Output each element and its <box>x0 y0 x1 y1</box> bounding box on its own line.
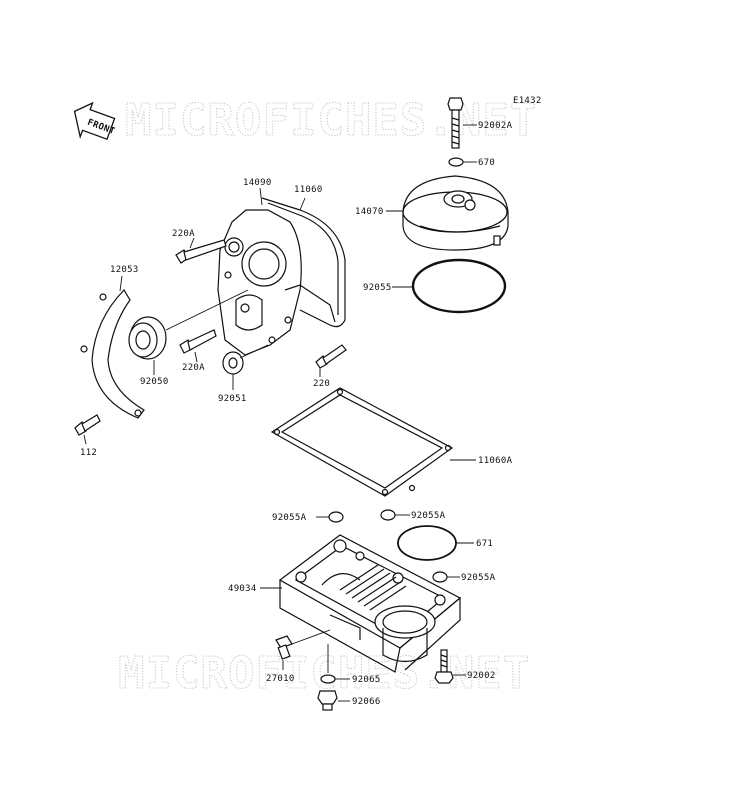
label-670: 670 <box>478 158 495 168</box>
bolt-92002 <box>434 649 454 684</box>
bolt-220A-bottom <box>179 329 217 354</box>
watermark-top: MICROFICHES.NET <box>125 95 537 146</box>
label-92051: 92051 <box>218 394 247 404</box>
label-92055A-left: 92055A <box>272 513 307 523</box>
plug-92066 <box>317 690 338 711</box>
label-671: 671 <box>476 539 493 549</box>
washer-92055A-left <box>328 511 344 523</box>
front-arrow-icon: FRONT <box>73 101 116 141</box>
cover-14090 <box>217 197 346 356</box>
label-92055A-mid: 92055A <box>411 511 446 521</box>
cover-14070 <box>402 175 509 251</box>
drain-plug-27010 <box>275 635 293 660</box>
label-92002: 92002 <box>467 671 496 681</box>
washer-92055A-mid <box>380 509 396 521</box>
bolt-112 <box>74 414 101 436</box>
label-92055A-right: 92055A <box>461 573 496 583</box>
label-92065: 92065 <box>352 675 381 685</box>
oil-pan-49034 <box>278 534 462 673</box>
seal-92051 <box>222 351 244 375</box>
oil-seal-92050 <box>128 316 167 360</box>
label-14070: 14070 <box>355 207 384 217</box>
label-92066: 92066 <box>352 697 381 707</box>
label-220A-top: 220A <box>172 229 195 239</box>
washer-92055A-right <box>432 571 448 583</box>
label-49034: 49034 <box>228 584 257 594</box>
label-92002A: 92002A <box>478 121 513 131</box>
label-92050: 92050 <box>140 377 169 387</box>
oring-92055 <box>411 258 507 314</box>
washer-92065 <box>320 674 336 684</box>
bolt-220 <box>315 344 347 369</box>
label-92055: 92055 <box>363 283 392 293</box>
bolt-220A-top <box>175 239 227 264</box>
label-27010: 27010 <box>266 674 295 684</box>
label-112: 112 <box>80 448 97 458</box>
label-220: 220 <box>313 379 330 389</box>
oring-671 <box>397 525 457 561</box>
gasket-11060A <box>270 387 454 497</box>
label-11060: 11060 <box>294 185 323 195</box>
oring-670 <box>448 157 464 167</box>
guard-plate-12053 <box>80 289 145 419</box>
label-12053: 12053 <box>110 265 139 275</box>
label-11060A: 11060A <box>478 456 513 466</box>
label-220A-bottom: 220A <box>182 363 205 373</box>
diagram-code: E1432 <box>513 96 542 106</box>
bolt-92002A <box>447 97 464 149</box>
label-14090: 14090 <box>243 178 272 188</box>
